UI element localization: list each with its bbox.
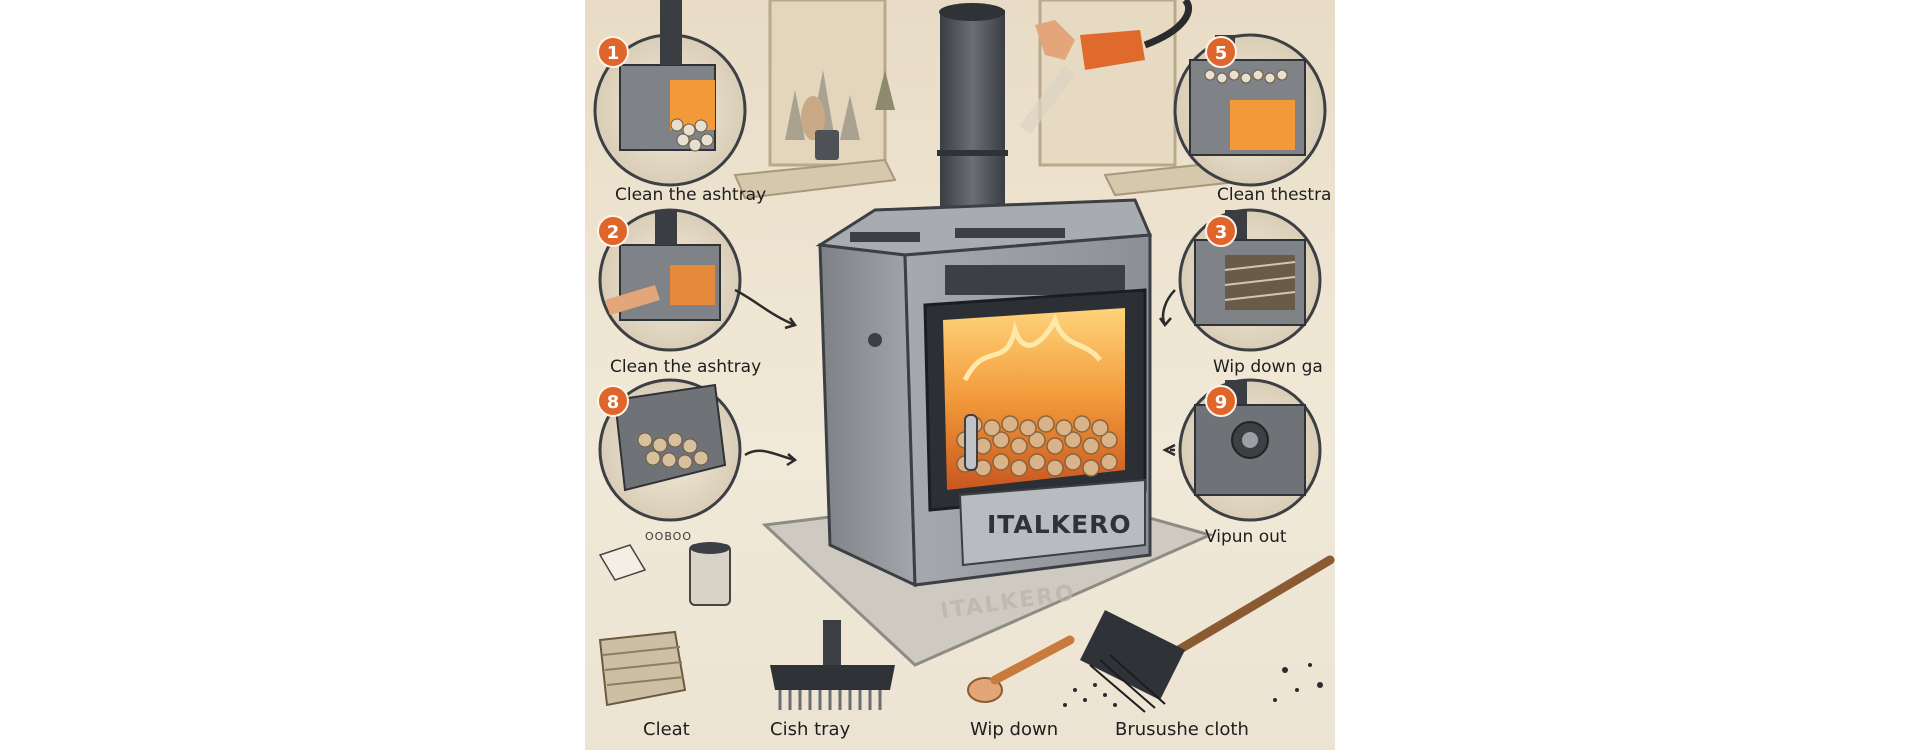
arrows bbox=[734, 288, 1176, 467]
stove-side bbox=[818, 243, 917, 588]
vacuum-nozzle-icon bbox=[770, 620, 895, 710]
arrow-2 bbox=[734, 288, 796, 327]
spray-hose bbox=[1143, 0, 1193, 49]
step-number-5: 5 bbox=[1205, 36, 1237, 68]
step-circle-3 bbox=[1178, 208, 1322, 352]
step-caption-2: Clean the ashtray bbox=[610, 357, 762, 377]
vase bbox=[801, 96, 825, 140]
pipe-top bbox=[939, 3, 1005, 21]
step-number-2: 2 bbox=[597, 215, 629, 247]
step-number-8: 8 bbox=[597, 385, 629, 417]
top-vent-left bbox=[850, 232, 920, 242]
step-number-3: 3 bbox=[1205, 215, 1237, 247]
cloth-stack-icon bbox=[598, 630, 687, 707]
step-circle-5 bbox=[1173, 33, 1327, 187]
step-circle-9 bbox=[1178, 378, 1322, 522]
step-circle-2 bbox=[598, 208, 742, 352]
spray-mist bbox=[1019, 65, 1076, 135]
step-caption-5: Clean thestra bbox=[1217, 185, 1332, 205]
broom-icon bbox=[1080, 555, 1335, 713]
canister-icon bbox=[689, 542, 731, 606]
tool-label-nozzle: Cish tray bbox=[770, 719, 851, 740]
tool-label-scoop: Wip down bbox=[970, 719, 1059, 740]
shelf-left bbox=[733, 158, 897, 200]
hand-icon bbox=[1035, 20, 1075, 60]
stove-cleaning-illustration: ITALKERO ITALKERO 1 2 8 5 3 9 Clean the … bbox=[585, 0, 1335, 750]
top-vent-right bbox=[955, 228, 1065, 238]
small-packet-icon bbox=[598, 544, 647, 581]
step-caption-1: Clean the ashtray bbox=[615, 185, 767, 205]
step-circle-1 bbox=[593, 0, 747, 187]
dust-particles bbox=[1063, 663, 1323, 707]
step-caption-9: Vipun out bbox=[1205, 527, 1287, 547]
tool-label-broom: Brusushe cloth bbox=[1115, 719, 1249, 740]
step-number-9: 9 bbox=[1205, 385, 1237, 417]
spray-bottle-icon bbox=[1080, 30, 1145, 70]
plant bbox=[875, 70, 895, 110]
brand-label: ITALKERO bbox=[987, 510, 1132, 539]
jar bbox=[815, 130, 839, 160]
stove-pipe bbox=[940, 10, 1005, 235]
pipe-band bbox=[937, 150, 1008, 156]
pellets bbox=[956, 415, 1118, 477]
illustration-svg bbox=[585, 0, 1335, 750]
front-vent bbox=[945, 265, 1125, 295]
step-number-1: 1 bbox=[597, 36, 629, 68]
tool-label-cloth: Cleat bbox=[643, 719, 690, 740]
step-caption-3: Wip down ga bbox=[1213, 357, 1323, 377]
stove-knob bbox=[868, 333, 882, 347]
arrow-8 bbox=[744, 449, 796, 462]
packet-label: OOBOO bbox=[645, 530, 692, 543]
brand-plate bbox=[958, 478, 1146, 567]
scoop-icon bbox=[967, 635, 1075, 703]
step-circle-8 bbox=[598, 378, 742, 522]
door-handle bbox=[964, 414, 978, 471]
flames bbox=[962, 313, 1102, 382]
